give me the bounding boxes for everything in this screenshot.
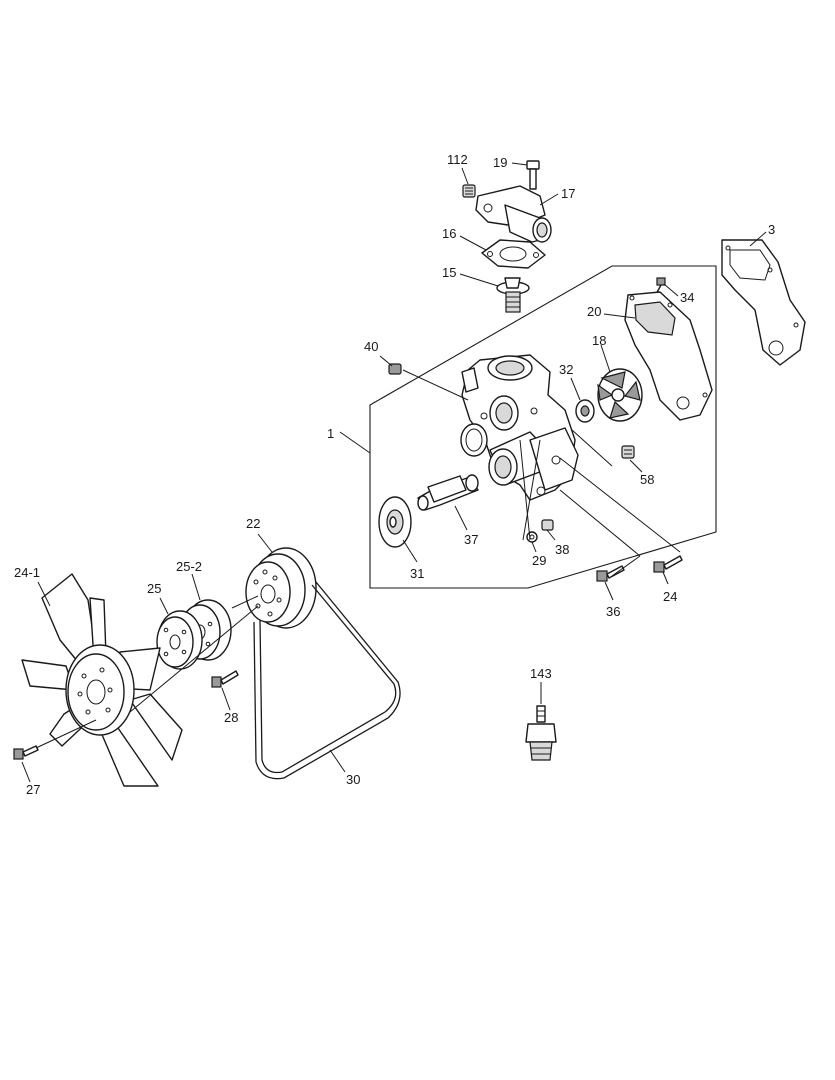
callout-17: 17	[561, 186, 575, 201]
part-20-cover-plate	[624, 291, 713, 421]
callout-15: 15	[442, 265, 456, 280]
callout-40: 40	[364, 339, 378, 354]
part-24-bolt	[653, 555, 683, 573]
part-19-bolt	[526, 160, 540, 190]
callout-38: 38	[555, 542, 569, 557]
callout-24: 24	[663, 589, 677, 604]
part-24-1-fan	[21, 573, 183, 787]
callout-20: 20	[587, 304, 601, 319]
callout-29: 29	[532, 553, 546, 568]
part-3-gasket	[721, 239, 806, 366]
part-30-v-belt	[253, 581, 401, 780]
callout-16: 16	[442, 226, 456, 241]
callout-1: 1	[327, 426, 334, 441]
callout-3: 3	[768, 222, 775, 237]
part-38-plug	[541, 519, 554, 531]
water-pump-housing	[461, 354, 579, 501]
callout-22: 22	[246, 516, 260, 531]
part-40-plug	[388, 363, 402, 375]
part-31-flange	[378, 496, 412, 548]
part-25-spacer	[156, 610, 203, 670]
o-ring	[460, 423, 488, 457]
part-32-seal	[575, 399, 595, 423]
callout-32: 32	[559, 362, 573, 377]
callout-27: 27	[26, 782, 40, 797]
callout-24-1: 24-1	[14, 565, 40, 580]
callout-36: 36	[606, 604, 620, 619]
part-143-sensor	[525, 705, 557, 761]
callout-143: 143	[530, 666, 552, 681]
part-28-bolt	[211, 670, 239, 688]
part-15-thermostat	[496, 277, 530, 313]
callout-112: 112	[447, 152, 468, 167]
part-16-gasket	[481, 239, 546, 269]
callout-58: 58	[640, 472, 654, 487]
callout-34: 34	[680, 290, 694, 305]
part-17-water-outlet	[475, 185, 552, 243]
part-37-shaft-bearing	[417, 474, 479, 511]
callout-25-2: 25-2	[176, 559, 202, 574]
part-36-bolt	[596, 565, 625, 582]
part-29-washer	[526, 531, 538, 543]
callout-31: 31	[410, 566, 424, 581]
callout-30: 30	[346, 772, 360, 787]
part-18-impeller	[597, 368, 643, 422]
callout-19: 19	[493, 155, 507, 170]
part-27-bolt	[13, 745, 39, 760]
part-58-plug	[621, 445, 635, 459]
callout-18: 18	[592, 333, 606, 348]
assembly-frame	[369, 265, 717, 589]
leader-lines	[21, 162, 767, 783]
callout-37: 37	[464, 532, 478, 547]
part-22-pulley	[245, 547, 317, 629]
part-112-plug	[462, 184, 476, 198]
callout-28: 28	[224, 710, 238, 725]
callout-25: 25	[147, 581, 161, 596]
callout-labels: 112 19 17 16 15 3 34 20 18 40 32 1 58 37…	[14, 152, 775, 797]
